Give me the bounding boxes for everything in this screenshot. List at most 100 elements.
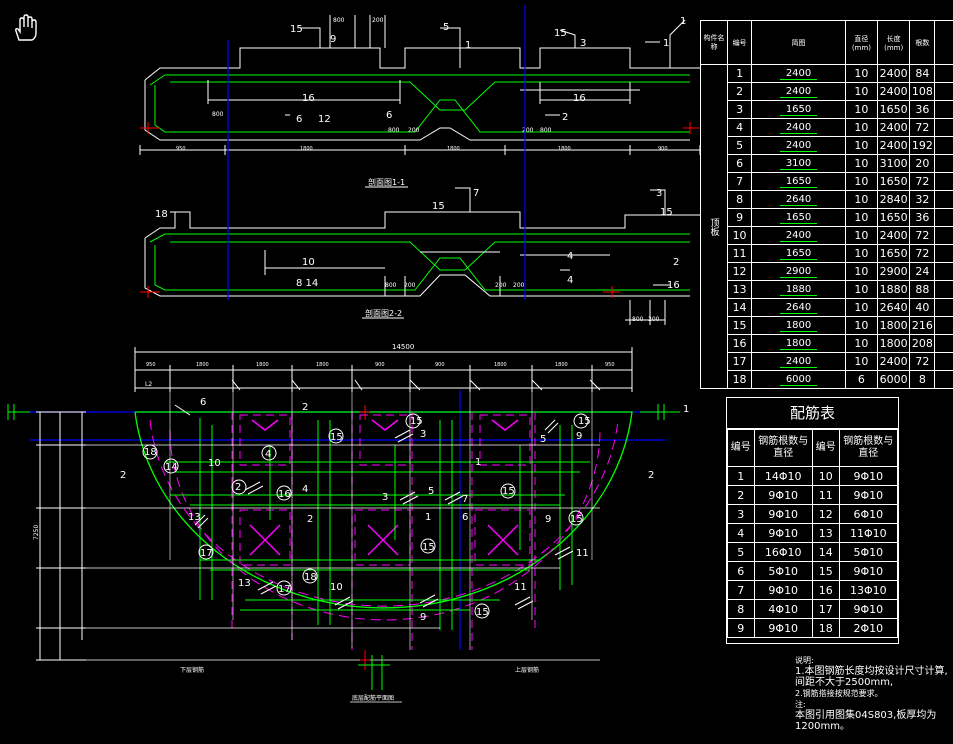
rebar-table-header: 构件名称 编号 简图 直径(mm) 长度(mm) 根数 <box>700 20 953 65</box>
svg-text:6: 6 <box>200 397 206 408</box>
svg-text:1800: 1800 <box>447 146 460 152</box>
svg-text:1: 1 <box>680 16 686 27</box>
svg-text:14500: 14500 <box>392 343 414 351</box>
svg-text:10: 10 <box>330 582 343 593</box>
upper-bar-label: 上层钢筋 <box>515 666 539 674</box>
config-table-header: 编号 钢筋根数与直径 编号 钢筋根数与直径 <box>727 429 899 467</box>
svg-text:1: 1 <box>663 38 669 49</box>
section-1-1-title: 剖面图1-1 <box>368 177 405 187</box>
svg-text:900: 900 <box>375 362 385 368</box>
header-shape: 简图 <box>751 20 846 65</box>
svg-text:200: 200 <box>404 282 416 289</box>
svg-text:9: 9 <box>330 34 336 45</box>
svg-text:200: 200 <box>495 282 507 289</box>
svg-text:200: 200 <box>372 17 384 24</box>
svg-text:L2: L2 <box>145 381 152 388</box>
svg-text:6: 6 <box>386 110 392 121</box>
svg-text:7: 7 <box>462 494 468 505</box>
svg-text:16: 16 <box>302 93 315 104</box>
svg-text:3: 3 <box>656 188 662 199</box>
svg-text:800: 800 <box>212 111 224 118</box>
svg-text:3: 3 <box>382 492 388 503</box>
svg-text:2: 2 <box>562 112 568 123</box>
svg-text:800: 800 <box>385 282 397 289</box>
svg-text:1800: 1800 <box>316 362 329 368</box>
svg-text:15: 15 <box>578 416 591 427</box>
section-1-1 <box>139 15 701 155</box>
group-label: 顶板 <box>700 64 728 389</box>
svg-text:17: 17 <box>278 584 291 595</box>
svg-text:800: 800 <box>388 127 400 134</box>
header-member: 构件名称 <box>700 20 728 65</box>
svg-text:5: 5 <box>540 434 546 445</box>
svg-text:15: 15 <box>554 28 567 39</box>
svg-text:2: 2 <box>302 402 308 413</box>
plan-view <box>7 347 680 690</box>
header-count: 根数 <box>909 20 936 65</box>
svg-text:4: 4 <box>567 251 573 262</box>
header-length: 长度(mm) <box>876 20 911 65</box>
svg-text:950: 950 <box>605 362 615 368</box>
hand-cursor-icon[interactable] <box>12 14 38 42</box>
svg-text:18: 18 <box>155 209 168 220</box>
svg-text:7250: 7250 <box>33 525 40 540</box>
svg-text:200: 200 <box>522 127 534 134</box>
svg-text:2: 2 <box>235 482 241 493</box>
svg-text:1800: 1800 <box>558 146 571 152</box>
svg-text:800: 800 <box>632 316 644 323</box>
svg-text:13: 13 <box>188 512 201 523</box>
svg-text:200: 200 <box>648 316 660 323</box>
svg-text:18: 18 <box>304 572 317 583</box>
svg-text:10: 10 <box>302 257 315 268</box>
svg-text:15: 15 <box>422 542 435 553</box>
svg-text:800: 800 <box>333 17 345 24</box>
svg-text:12: 12 <box>318 114 331 125</box>
svg-text:16: 16 <box>573 93 586 104</box>
section-2-2-title: 剖面图2-2 <box>365 308 402 318</box>
svg-text:5: 5 <box>443 22 449 33</box>
svg-text:15: 15 <box>660 207 673 218</box>
svg-text:9: 9 <box>545 514 551 525</box>
svg-text:7: 7 <box>473 188 479 199</box>
svg-text:1: 1 <box>683 404 689 415</box>
config-table-title: 配筋表 <box>727 398 898 429</box>
svg-text:14: 14 <box>165 462 178 473</box>
svg-text:9: 9 <box>420 612 426 623</box>
svg-text:6: 6 <box>296 114 302 125</box>
svg-text:1: 1 <box>475 457 481 468</box>
svg-text:1: 1 <box>425 512 431 523</box>
svg-text:8 14: 8 14 <box>296 278 318 289</box>
svg-text:2: 2 <box>120 470 126 481</box>
svg-text:4: 4 <box>302 484 308 495</box>
svg-text:15: 15 <box>432 201 445 212</box>
svg-text:1800: 1800 <box>196 362 209 368</box>
svg-text:5: 5 <box>428 486 434 497</box>
header-diameter: 直径(mm) <box>844 20 878 65</box>
svg-text:15: 15 <box>330 432 343 443</box>
svg-text:900: 900 <box>435 362 445 368</box>
svg-text:13: 13 <box>238 578 251 589</box>
